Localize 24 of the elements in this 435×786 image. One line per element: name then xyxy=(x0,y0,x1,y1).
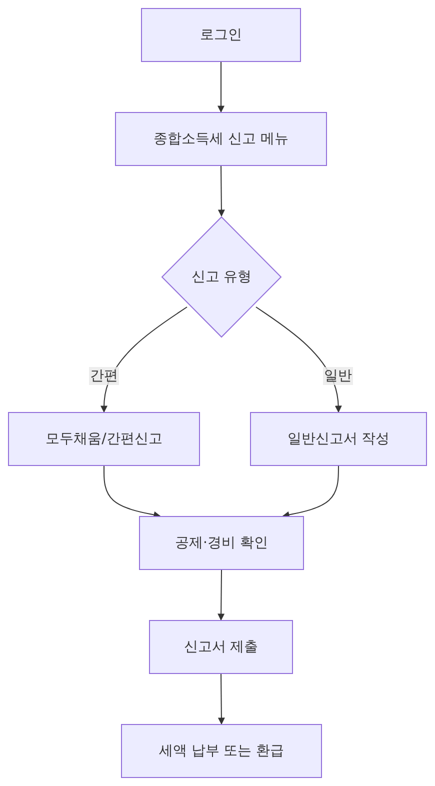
edge-label: 간편 xyxy=(89,367,119,385)
decision-diamond xyxy=(161,216,282,338)
node-label: 종합소득세 신고 메뉴 xyxy=(154,130,288,148)
node-label: 신고서 제출 xyxy=(184,638,258,656)
process-box xyxy=(121,724,322,778)
arrow xyxy=(218,570,225,621)
edge-label: 일반 xyxy=(323,367,353,385)
arrow xyxy=(104,466,161,518)
process-box xyxy=(250,412,427,466)
arrow xyxy=(218,166,225,217)
arrow xyxy=(218,62,224,113)
process-box xyxy=(115,112,327,166)
node-label: 신고 유형 xyxy=(191,268,252,286)
arrow xyxy=(218,674,225,725)
node-label: 로그인 xyxy=(200,26,242,44)
arrow xyxy=(282,466,339,518)
node-label: 일반신고서 작성 xyxy=(287,430,390,448)
process-box xyxy=(141,8,301,62)
node-label: 세액 납부 또는 환급 xyxy=(158,742,284,760)
node-label: 모두채움/간편신고 xyxy=(46,430,162,448)
process-box xyxy=(8,412,200,466)
node-label: 공제·경비 확인 xyxy=(175,534,268,552)
process-box xyxy=(139,516,304,570)
process-box xyxy=(149,620,293,674)
